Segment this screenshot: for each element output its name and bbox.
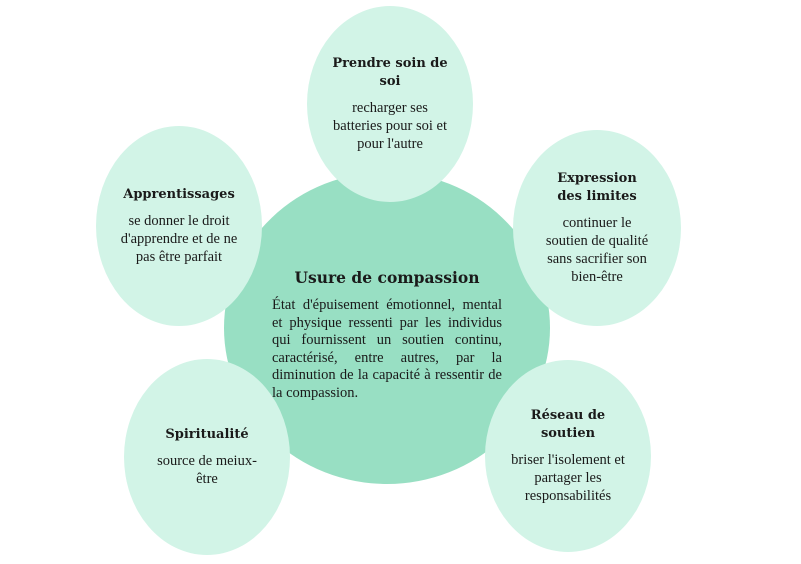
petal-limits-text: continuer le soutien de qualité sans sac…: [545, 215, 649, 285]
petal-spirituality-text: source de meiux-être: [157, 453, 257, 487]
center-title: Usure de compassion: [294, 268, 480, 287]
petal-spirituality-title: Spiritualité: [165, 427, 249, 442]
petal-self-care-text: recharger ses batteries pour soi et pour…: [333, 100, 447, 152]
petal-spirituality: Spiritualité source de meiux-être: [124, 359, 290, 555]
petal-limits-title: Expression des limites: [557, 171, 637, 204]
center-description: État d'épuisement émotionnel, mental et …: [272, 297, 502, 401]
petal-learning: Apprentissages se donner le droit d'appr…: [96, 126, 262, 326]
petal-support-network-title: Réseau de soutien: [530, 408, 606, 441]
petal-limits: Expression des limites continuer le sout…: [513, 130, 681, 326]
petal-learning-title: Apprentissages: [123, 187, 235, 202]
petal-self-care-title: Prendre soin de soi: [332, 56, 448, 89]
petal-learning-text: se donner le droit d'apprendre et de ne …: [120, 213, 238, 265]
petal-support-network-text: briser l'isolement et partager les respo…: [511, 452, 625, 504]
petal-self-care: Prendre soin de soi recharger ses batter…: [307, 6, 473, 202]
petal-support-network: Réseau de soutien briser l'isolement et …: [485, 360, 651, 552]
